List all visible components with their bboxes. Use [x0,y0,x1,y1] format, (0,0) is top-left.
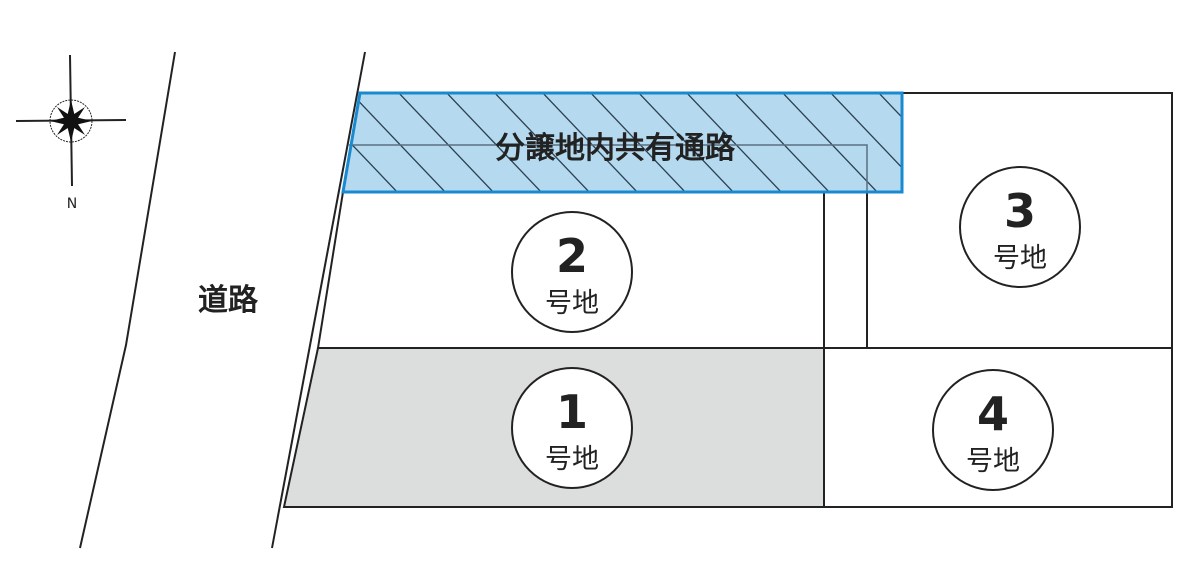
road-edge-line [79,51,176,549]
lot-badge-3: 3 号地 [959,166,1081,288]
lot-number: 2 [556,229,588,283]
lot-suffix: 号地 [966,446,1020,477]
hatch-line [347,93,449,192]
boundary-line [271,51,366,549]
compass-icon [15,54,127,187]
lot-badge-2: 2 号地 [511,211,633,333]
lot-badge-4: 4 号地 [932,369,1054,491]
hatch-line [395,93,497,192]
lot-number: 3 [1004,184,1036,238]
hatch-line [443,93,545,192]
lot-number: 1 [556,385,588,439]
lot-number: 4 [977,387,1009,441]
north-label: N [67,196,77,212]
hatch-line [491,93,593,192]
hatch-line [683,93,785,192]
hatch-line [827,93,902,192]
shared-road[interactable] [300,90,1024,195]
lot-suffix: 号地 [993,243,1047,274]
hatch-line [587,93,689,192]
hatch-line [635,93,737,192]
hatch-line [731,93,833,192]
shared-road-label: 分譲地内共有通路 [495,131,736,166]
road-label: 道路 [198,283,259,318]
hatch-line [779,93,881,192]
hatch-line [539,93,641,192]
lot-suffix: 号地 [545,288,599,319]
hatch-line [875,93,902,192]
lot-badge-1: 1 号地 [511,367,633,489]
lot-suffix: 号地 [545,444,599,475]
